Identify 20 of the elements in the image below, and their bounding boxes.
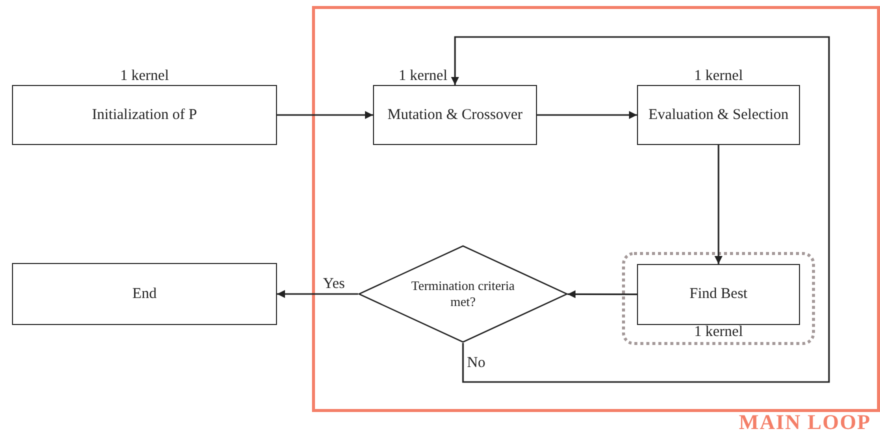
process-box — [12, 263, 277, 325]
process-text: Evaluation & Selection — [648, 106, 790, 124]
arrow — [277, 290, 358, 298]
process-text: Find Best — [688, 285, 748, 304]
kernel-count-label: 1 kernel — [120, 68, 169, 85]
frame-title: MAIN LOOP — [738, 410, 871, 435]
kernel-count-label: 1 kernel — [694, 324, 743, 341]
arrow — [714, 145, 722, 264]
process-text: Initialization of P — [91, 106, 198, 124]
arrow — [568, 290, 637, 298]
dotted-group-box — [622, 252, 815, 345]
decision-text: Termination criteria met? — [410, 278, 516, 310]
decision-diamond — [358, 245, 568, 343]
kernel-count-label: 1 kernel — [398, 68, 448, 85]
process-text: Mutation & Crossover — [386, 106, 524, 124]
kernel-count-label: 1 kernel — [694, 68, 743, 85]
arrow — [451, 36, 830, 383]
process-text: End — [131, 284, 158, 304]
arrow — [537, 111, 637, 119]
arrow — [277, 111, 373, 119]
